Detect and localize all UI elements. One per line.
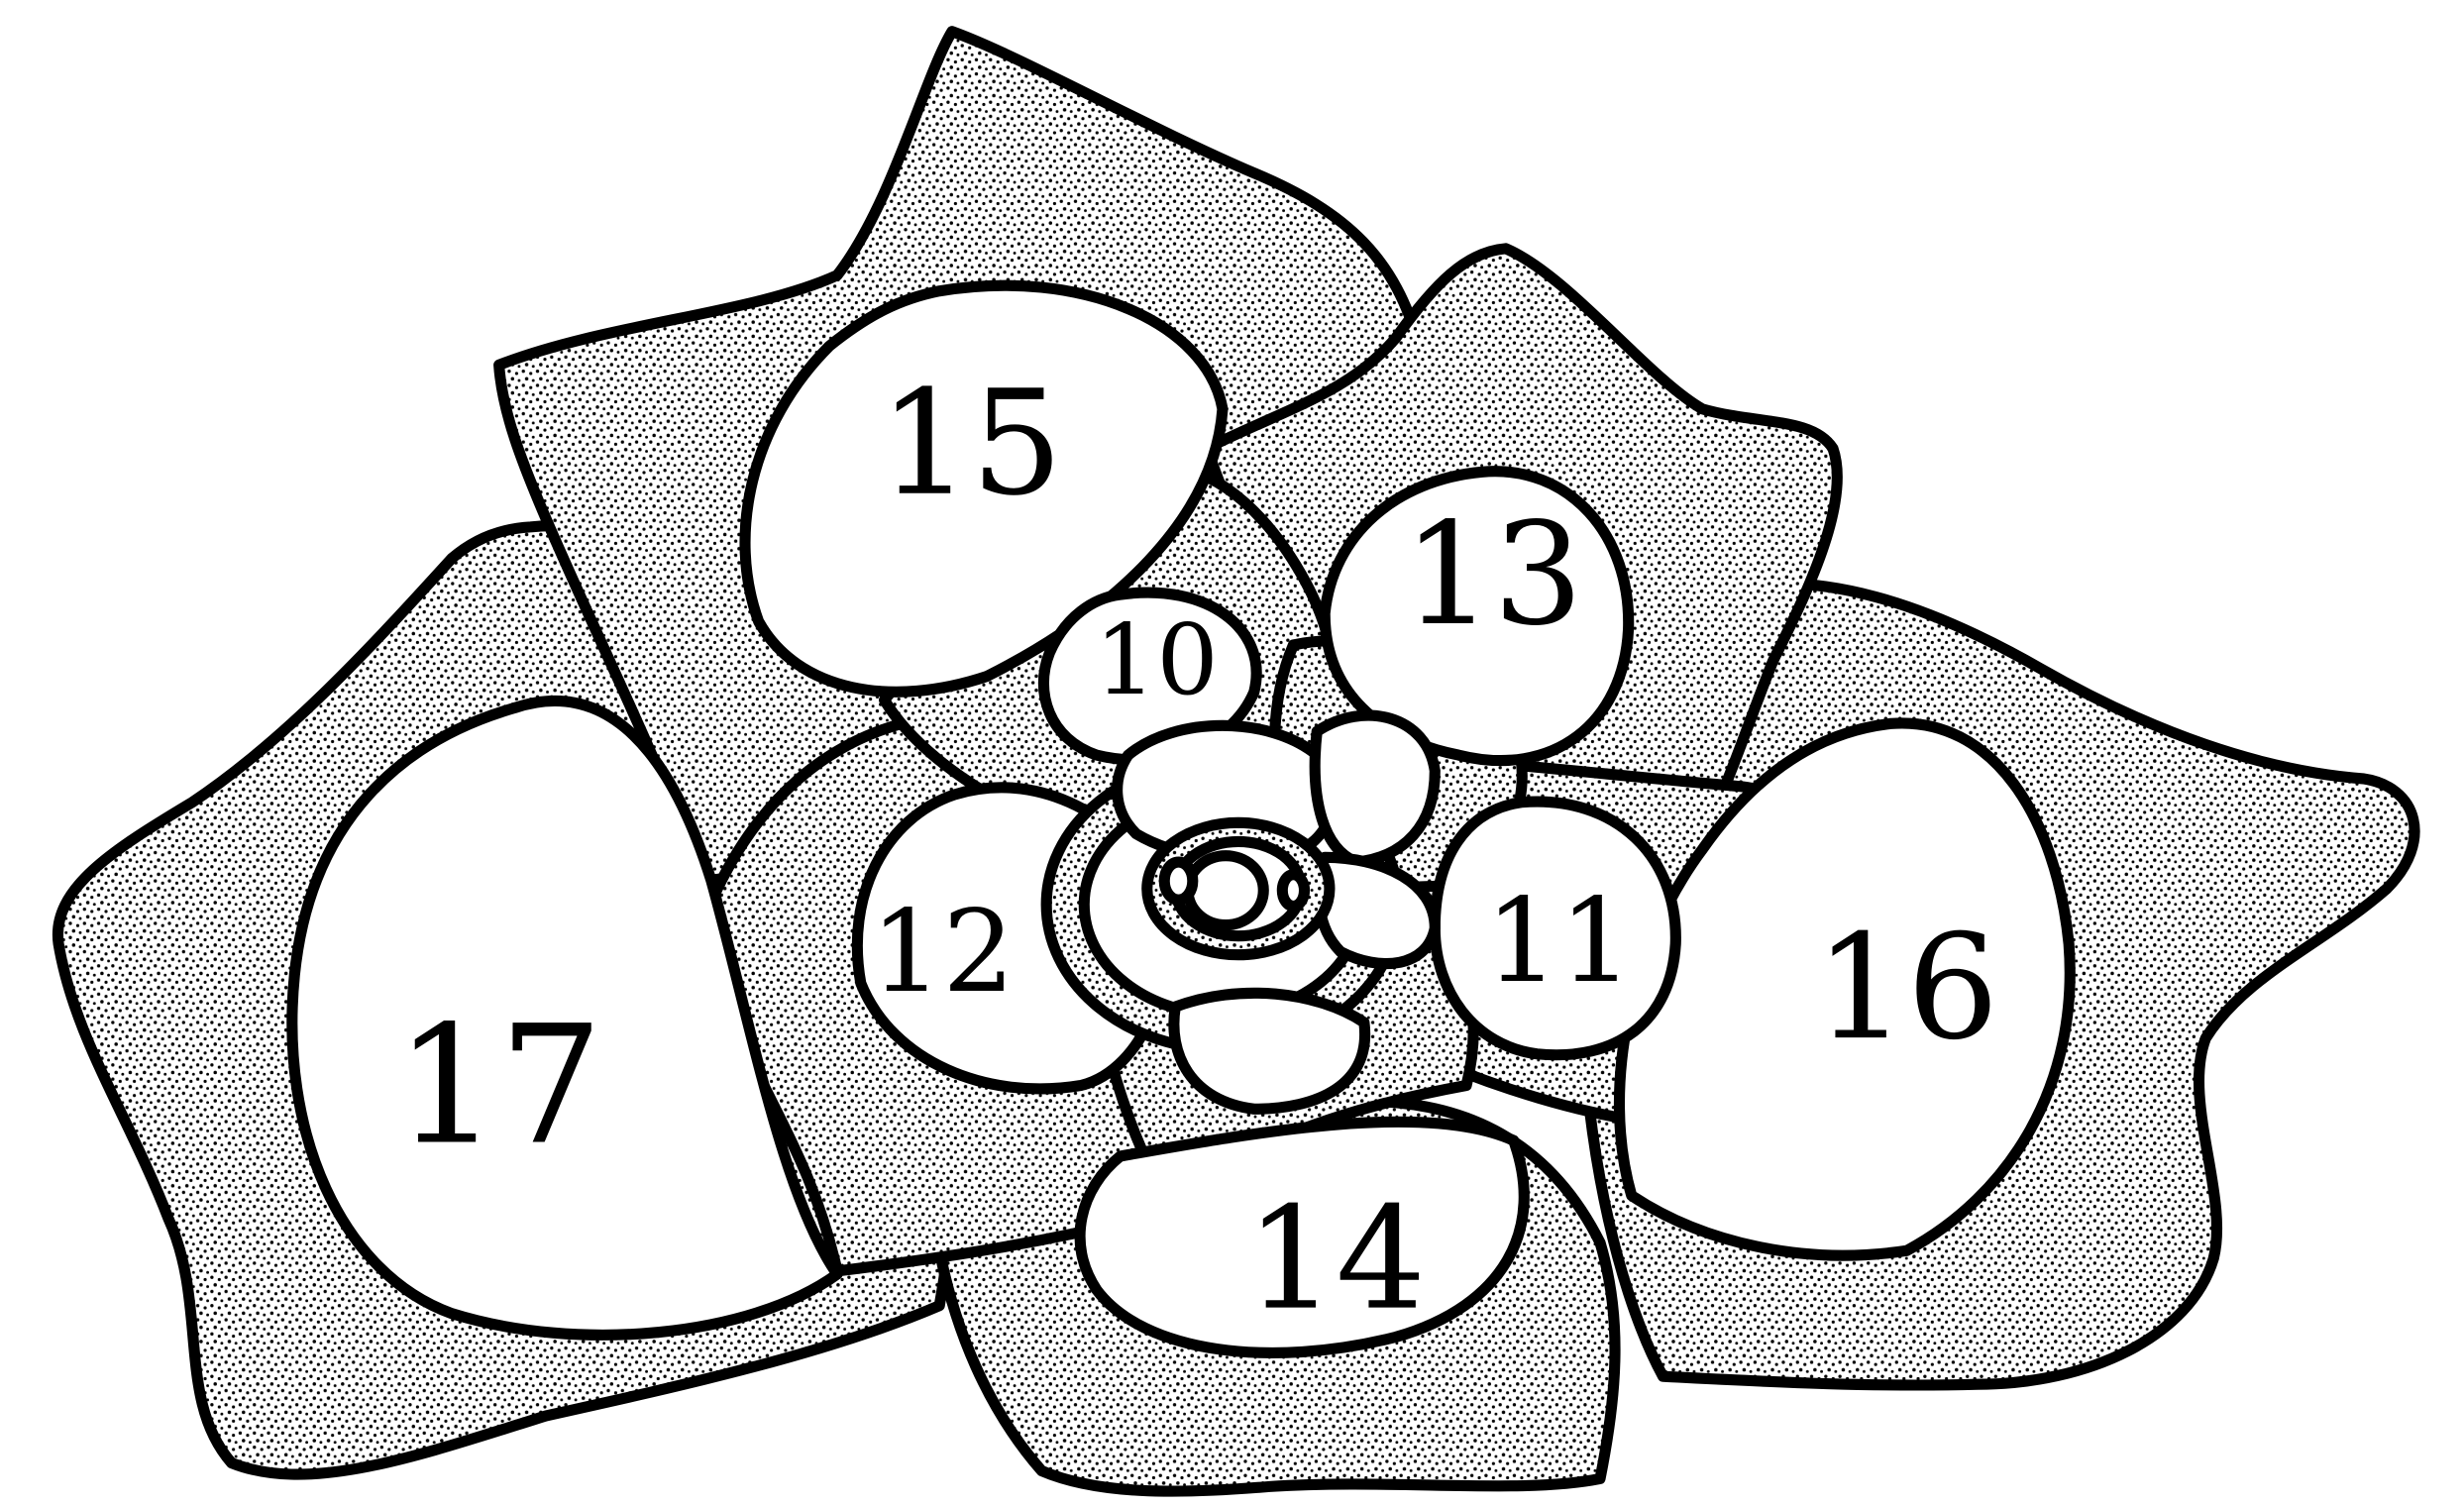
label-14: 14 xyxy=(1245,1176,1426,1342)
label-17: 17 xyxy=(395,991,603,1181)
label-16: 16 xyxy=(1815,904,1999,1072)
label-10: 10 xyxy=(1095,604,1219,717)
label-13: 13 xyxy=(1403,491,1583,657)
label-11: 11 xyxy=(1485,873,1633,1009)
label-12: 12 xyxy=(871,886,1015,1018)
label-15: 15 xyxy=(879,360,1063,528)
